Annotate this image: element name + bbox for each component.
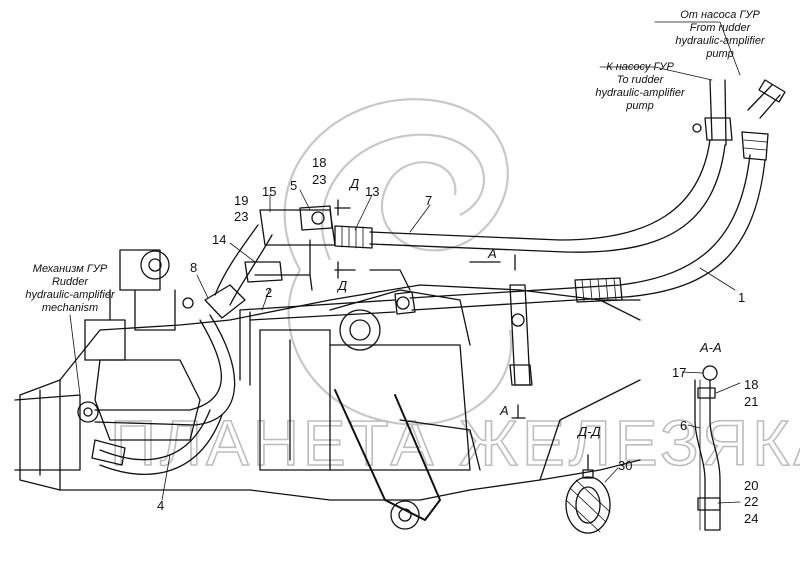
caption-mechanism-line-1: Механизм ГУР [33,263,108,275]
section-a-lower: А [499,403,509,418]
callout-1: 1 [738,290,745,305]
callout-6: 6 [680,418,687,433]
caption-to-pump-line-4: pump [625,100,654,112]
callout-20: 20 [744,478,758,493]
callout-7: 7 [425,193,432,208]
hydraulic-cylinder [14,394,99,471]
caption-from-pump-line-2: From rudder [690,22,752,34]
callout-14: 14 [212,232,226,247]
callout-2: 2 [265,285,272,300]
callout-13: 13 [365,184,379,199]
caption-from-pump-line-3: hydraulic-amplifier [675,35,766,47]
frame-body [19,249,641,501]
callout-numbers: 1 2 4 5 6 7 8 13 14 15 17 18 18 19 20 21… [157,155,758,526]
caption-from-pump-line-1: От насоса ГУР [680,9,760,21]
caption-mechanism-line-2: Rudder [52,276,89,288]
caption-mechanism-line-4: mechanism [42,302,98,314]
callout-24: 24 [744,511,758,526]
pitman-arm [334,389,441,530]
hose-1 [394,154,766,315]
leader-lines [69,21,741,504]
section-a-upper: А [487,246,497,261]
callout-23-left: 23 [234,209,248,224]
caption-mechanism: Механизм ГУР Rudder hydraulic-amplifier … [25,263,116,314]
caption-to-pump-line-1: К насосу ГУР [606,61,674,73]
callout-8: 8 [190,260,197,275]
callout-17: 17 [672,365,686,380]
section-markers [334,199,526,419]
section-aa-detail [694,365,721,531]
hose-7 [334,139,726,253]
callout-22: 22 [744,494,758,509]
callout-19: 19 [234,193,248,208]
callout-4: 4 [157,498,164,513]
hose-4 [91,297,236,476]
callout-18-upper: 18 [312,155,326,170]
caption-mechanism-line-3: hydraulic-amplifier [25,289,116,301]
caption-to-pump-line-3: hydraulic-amplifier [595,87,686,99]
callout-5: 5 [290,178,297,193]
callout-18-section: 18 [744,377,758,392]
callout-23-upper: 23 [312,172,326,187]
section-view-aa: А-А [699,340,722,355]
section-view-dd: Д-Д [576,424,601,439]
section-d-lower: Д [336,278,347,293]
valve-block [214,205,336,306]
watermark-text: ПЛАНЕТА ЖЕЛЕЗЯКА 76 [110,407,800,479]
section-d-upper: Д [348,176,359,191]
caption-to-pump-line-2: To rudder [617,74,665,86]
caption-to-pump: К насосу ГУР To rudder hydraulic-amplifi… [595,61,686,112]
caption-from-pump-line-4: pump [705,48,734,60]
pump-pipes [692,79,786,161]
clamp-bracket [509,284,533,386]
section-dd-detail [565,454,611,534]
tube-2 [204,284,396,386]
caption-from-pump: От насоса ГУР From rudder hydraulic-ampl… [675,9,766,60]
watermark-swirl [283,98,513,426]
section-letters: А А Д Д А-А Д-Д [336,176,722,439]
callout-15: 15 [262,184,276,199]
callout-30: 30 [618,458,632,473]
callout-21: 21 [744,394,758,409]
